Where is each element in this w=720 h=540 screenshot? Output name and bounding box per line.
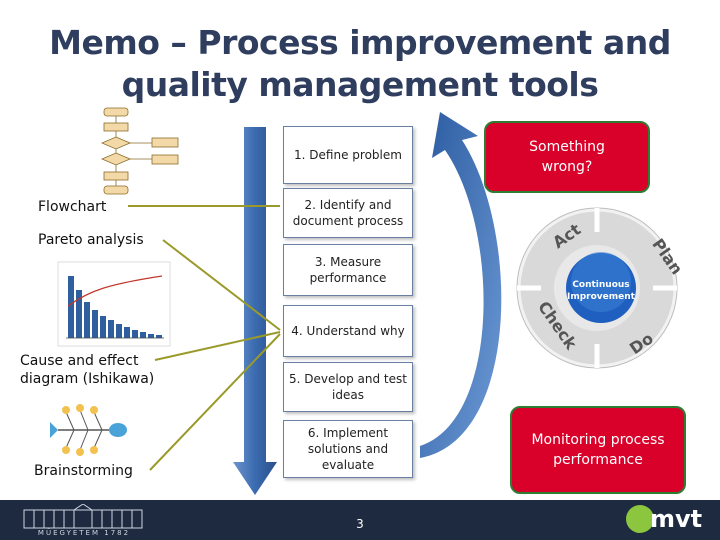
tool-brainstorming-label: Brainstorming bbox=[34, 463, 133, 479]
footer-bar bbox=[0, 500, 720, 540]
mvt-logo-text: mvt bbox=[650, 505, 703, 533]
step-define-problem: 1. Define problem bbox=[283, 126, 413, 184]
cycle-center-line-2: Improvement bbox=[567, 292, 636, 302]
connector-brainstorming bbox=[149, 333, 281, 471]
curved-return-arrow bbox=[420, 112, 502, 458]
tool-cause-effect-label: Cause and effect diagram (Ishikawa) bbox=[20, 353, 155, 387]
connector-pareto bbox=[162, 239, 281, 331]
page-number: 3 bbox=[356, 517, 364, 531]
tool-flowchart-label: Flowchart bbox=[38, 199, 107, 215]
fishbone-thumbnail bbox=[50, 404, 127, 456]
university-logo-text: MŰEGYETEM 1782 bbox=[37, 529, 131, 537]
step-understand-why: 4. Understand why bbox=[283, 305, 413, 357]
tool-pareto-label: Pareto analysis bbox=[38, 232, 144, 248]
step-identify-process: 2. Identify and document process bbox=[283, 188, 413, 238]
university-building-logo bbox=[23, 504, 143, 529]
step-implement-evaluate: 6. Implement solutions and evaluate bbox=[283, 420, 413, 478]
step-develop-test-ideas: 5. Develop and test ideas bbox=[283, 362, 413, 412]
pareto-thumbnail bbox=[57, 261, 171, 347]
title-line-1: Memo – Process improvement and bbox=[49, 23, 671, 62]
flowchart-thumbnail bbox=[100, 107, 179, 195]
mvt-logo-mark bbox=[626, 505, 654, 533]
cycle-center-line-1: Continuous bbox=[572, 280, 629, 290]
step-measure-performance: 3. Measure performance bbox=[283, 244, 413, 296]
connector-cause-effect bbox=[154, 331, 281, 361]
page-title: Memo – Process improvement and quality m… bbox=[0, 22, 720, 106]
title-line-2: quality management tools bbox=[121, 65, 599, 104]
pdca-cycle bbox=[516, 207, 678, 369]
